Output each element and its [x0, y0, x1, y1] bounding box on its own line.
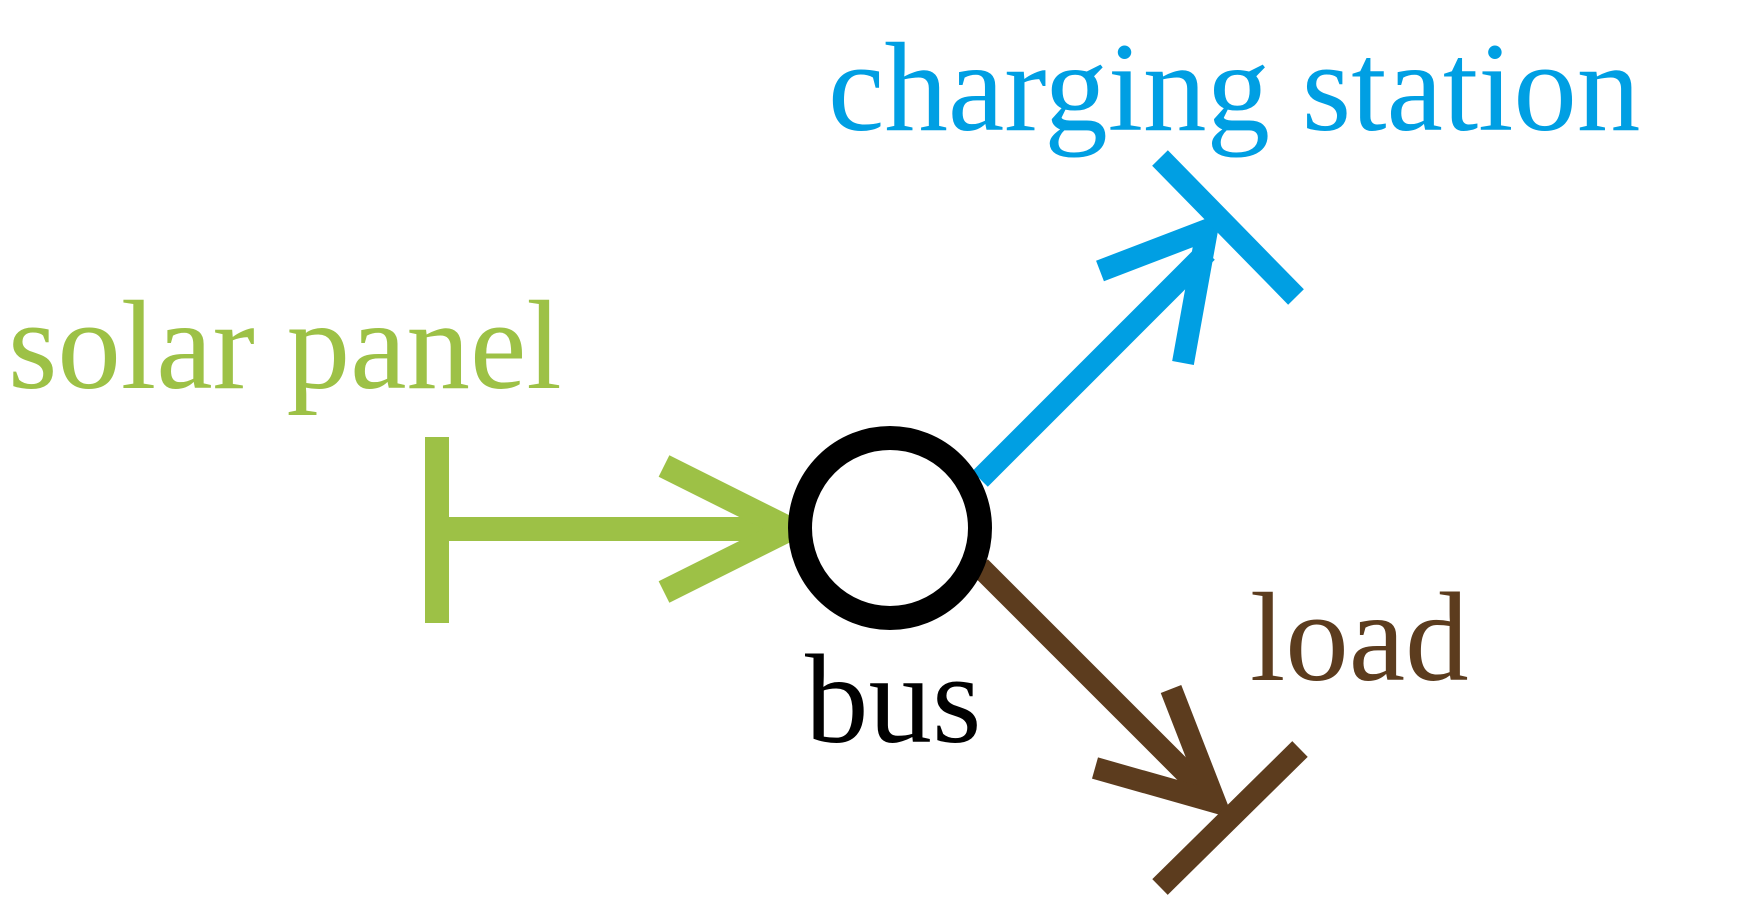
load-end-bar [1152, 741, 1308, 895]
load-flow-line [972, 559, 1223, 810]
charging-station-end-bar [1152, 150, 1304, 305]
load-label: load [1250, 568, 1469, 708]
solar-panel-arrow [425, 437, 817, 623]
charging-station-label: charging station [828, 18, 1640, 158]
bus-node [788, 426, 992, 630]
charging-station-arrow [972, 150, 1304, 487]
charging-station-flow-line [972, 244, 1215, 487]
charging-station-arrowhead [1096, 212, 1222, 365]
load-arrowhead [1092, 685, 1234, 819]
bus-label: bus [805, 630, 981, 770]
load-arrow [972, 559, 1308, 895]
solar-panel-label: solar panel [8, 276, 562, 416]
